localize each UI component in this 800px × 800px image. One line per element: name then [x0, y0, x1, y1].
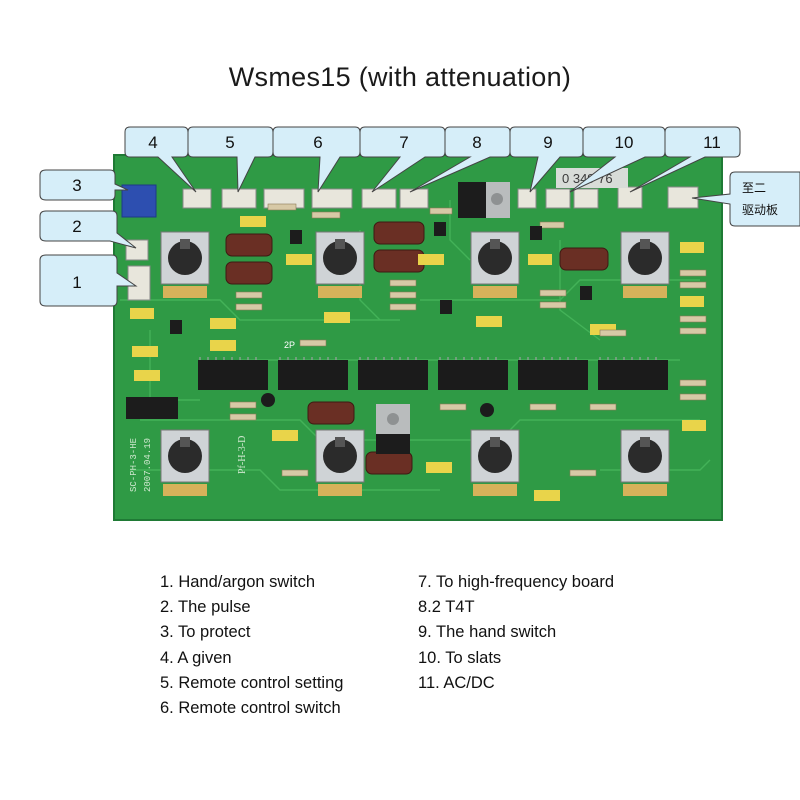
legend-item: 1. Hand/argon switch: [160, 573, 316, 591]
voltage-regulator-top: [458, 182, 510, 218]
legend-item: 5. Remote control setting: [160, 673, 344, 692]
callout-side-label: [691, 171, 800, 227]
connector: [399, 188, 429, 209]
callout-5: 5: [225, 133, 234, 152]
connector: [182, 188, 212, 209]
legend-item: 11. AC/DC: [418, 673, 495, 692]
side-code-text: SC-PH-3-HE: [129, 438, 139, 492]
connector: [311, 188, 353, 209]
connector: [517, 188, 537, 209]
part-code-text: Pf-H-3-D: [237, 436, 248, 474]
legend-item: 8.2 T4T: [418, 598, 475, 617]
side-label-line2: 驱动板: [742, 203, 778, 217]
legend-left: 1. Hand/argon switch 2. The pulse 3. To …: [160, 571, 343, 722]
callout-6: 6: [313, 133, 322, 152]
date-text: 2007.04.19: [143, 438, 153, 492]
connector: [617, 186, 643, 209]
legend-item: 3. To protect: [160, 623, 251, 642]
voltage-regulator-bottom: [376, 404, 410, 454]
callout-10: 10: [615, 133, 634, 152]
callout-4: 4: [148, 133, 157, 152]
ic-chip-row: [198, 360, 668, 390]
connector: [361, 188, 397, 209]
transistors: [170, 222, 592, 417]
black-capacitor: [126, 397, 178, 419]
callout-7: 7: [399, 133, 408, 152]
legend-right: 7. To high-frequency board 8.2 T4T 9. Th…: [418, 571, 614, 697]
legend-item: 9. The hand switch: [418, 623, 557, 642]
legend-item: 6. Remote control switch: [160, 698, 341, 717]
callout-9: 9: [543, 133, 552, 152]
potentiometer-row-bottom: [160, 429, 670, 496]
legend-item: 4. A given: [160, 648, 232, 667]
connector: [545, 188, 571, 209]
connector: [573, 188, 599, 209]
callout-1: 1: [72, 273, 81, 292]
callout-8: 8: [472, 133, 481, 152]
connector: [221, 188, 257, 209]
callout-11: 11: [703, 133, 721, 152]
callout-2: 2: [72, 217, 81, 236]
board-diagram: 0 349 76: [39, 126, 800, 521]
resistors: [229, 203, 707, 477]
callout-3: 3: [72, 176, 81, 195]
callouts: 1 2 3 4 5 6 7 8 9 10 11: [39, 126, 741, 307]
diagram-title: Wsmes15 (with attenuation): [228, 62, 572, 92]
yellow-capacitors: [130, 216, 706, 501]
legend-item: 2. The pulse: [160, 598, 251, 617]
two-p-text: 2P: [284, 340, 295, 350]
side-label-line1: 至二: [742, 181, 766, 195]
legend-item: 10. To slats: [418, 648, 502, 667]
legend-item: 7. To high-frequency board: [418, 573, 614, 591]
potentiometer-row-top: [160, 231, 670, 298]
